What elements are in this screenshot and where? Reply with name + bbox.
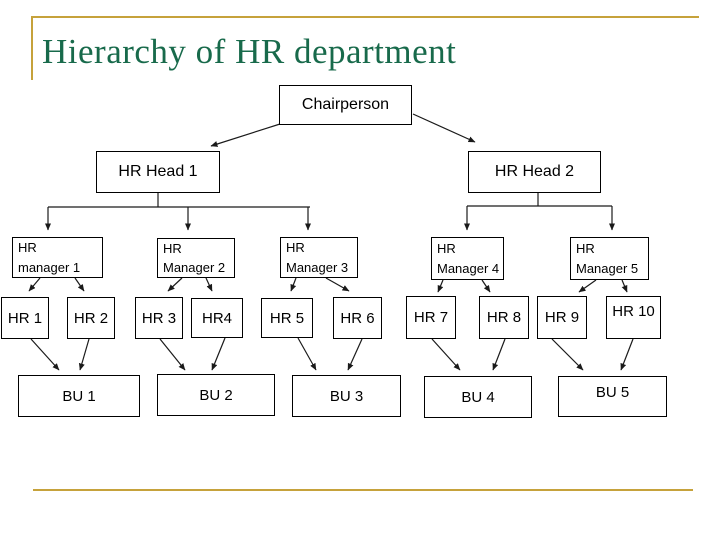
node-hr-manager-2: HR Manager 2 [157,238,235,278]
node-hr-manager-4: HR Manager 4 [431,237,504,280]
manager-label-line1: HR [18,240,37,255]
node-hr-5: HR 5 [261,298,313,338]
node-chairperson: Chairperson [279,85,412,125]
node-hr-9: HR 9 [537,296,587,339]
node-bu-5: BU 5 [558,376,667,417]
node-bu-3: BU 3 [292,375,401,417]
node-hr-1: HR 1 [1,297,49,339]
node-bu-4: BU 4 [424,376,532,418]
manager-label-line2: Manager 4 [437,260,500,276]
node-hr-manager-1: HR manager 1 [12,237,103,278]
slide-title: Hierarchy of HR department [42,32,457,71]
node-hr-8: HR 8 [479,296,529,339]
manager-label-line2: Manager 5 [576,260,639,276]
node-bu-2: BU 2 [157,374,275,416]
node-hr-2: HR 2 [67,297,115,339]
node-hr-10: HR 10 [606,296,661,339]
node-hr-manager-3: HR Manager 3 [280,237,358,278]
node-hr-6: HR 6 [333,297,382,339]
node-hr-head-2: HR Head 2 [468,151,601,193]
gold-frame-left-line [31,16,33,80]
manager-label-line1: HR [437,241,456,256]
node-hr-head-1: HR Head 1 [96,151,220,193]
manager-label-line2: Manager 3 [286,259,349,275]
node-hr-7: HR 7 [406,296,456,339]
node-hr-3: HR 3 [135,297,183,339]
manager-label-line2: manager 1 [18,259,81,275]
node-hr-4: HR4 [191,298,243,338]
manager-label-line1: HR [286,240,305,255]
node-bu-1: BU 1 [18,375,140,417]
gold-frame-top-line [31,16,699,18]
node-hr-manager-5: HR Manager 5 [570,237,649,280]
gold-bottom-rule [33,489,693,491]
manager-label-line2: Manager 2 [163,260,226,275]
manager-label-line1: HR [163,240,182,256]
manager-label-line1: HR [576,241,595,256]
